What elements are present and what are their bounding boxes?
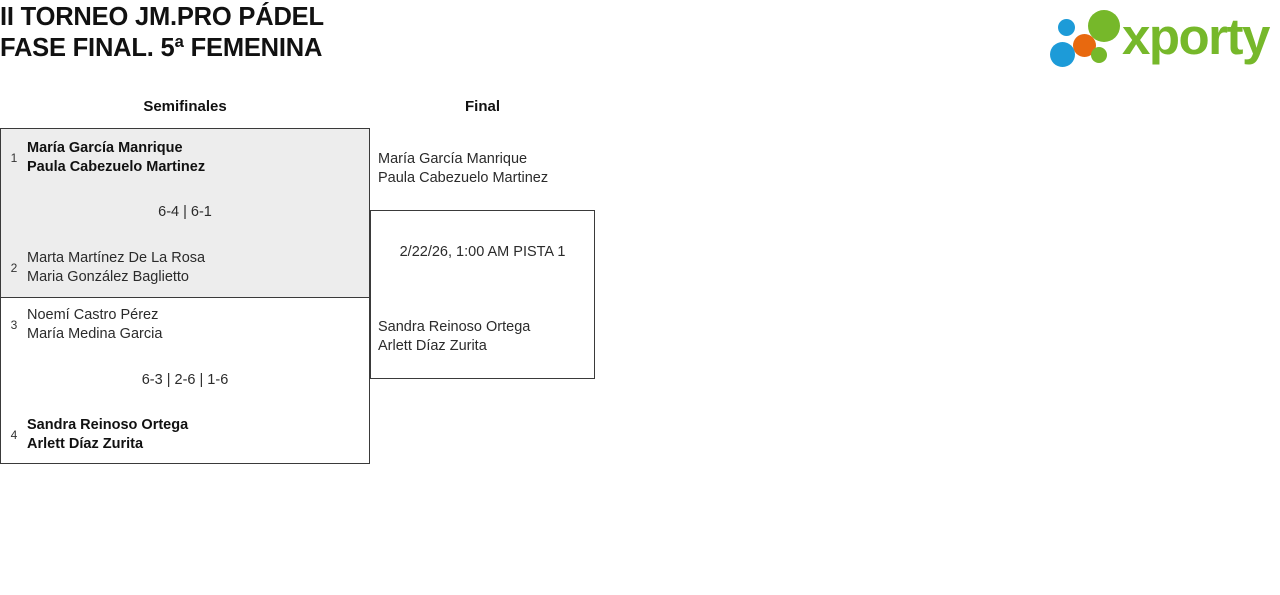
final-team-bottom[interactable]: Sandra Reinoso Ortega Arlett Díaz Zurita bbox=[378, 319, 531, 354]
match-team-row[interactable]: 1 María García Manrique Paula Cabezuelo … bbox=[1, 139, 369, 177]
page-title: II TORNEO JM.PRO PÁDEL FASE FINAL. 5ª FE… bbox=[0, 3, 324, 62]
match-score: 6-4 | 6-1 bbox=[158, 204, 212, 220]
page-header: II TORNEO JM.PRO PÁDEL FASE FINAL. 5ª FE… bbox=[0, 0, 1280, 78]
match-team-row[interactable]: 2 Marta Martínez De La Rosa Maria Gonzál… bbox=[1, 249, 369, 287]
team-seed: 3 bbox=[10, 318, 18, 332]
team-names: Marta Martínez De La Rosa Maria González… bbox=[27, 250, 206, 285]
logo-dot-orange-icon bbox=[1073, 34, 1096, 57]
logo-dot-green-small-icon bbox=[1091, 47, 1107, 63]
match-semifinal-2[interactable]: 3 Noemí Castro Pérez María Medina Garcia… bbox=[0, 297, 370, 464]
match-semifinal-1[interactable]: 1 María García Manrique Paula Cabezuelo … bbox=[0, 128, 370, 298]
team-names: María García Manrique Paula Cabezuelo Ma… bbox=[27, 140, 206, 175]
team-seed: 4 bbox=[10, 428, 18, 442]
final-team-top[interactable]: María García Manrique Paula Cabezuelo Ma… bbox=[378, 151, 549, 186]
logo-dots-icon bbox=[1048, 9, 1120, 67]
team-names: Noemí Castro Pérez María Medina Garcia bbox=[27, 307, 163, 342]
xporty-logo[interactable]: xporty bbox=[1042, 6, 1274, 68]
team-names: Sandra Reinoso Ortega Arlett Díaz Zurita bbox=[27, 417, 189, 452]
logo-wordmark: xporty bbox=[1122, 8, 1270, 65]
logo-dot-green-large-icon bbox=[1088, 10, 1120, 42]
team-seed: 1 bbox=[10, 151, 18, 165]
final-schedule: 2/22/26, 1:00 AM PISTA 1 bbox=[399, 244, 566, 260]
match-final[interactable] bbox=[370, 210, 595, 379]
team-seed: 2 bbox=[10, 261, 18, 275]
match-score: 6-3 | 2-6 | 1-6 bbox=[141, 372, 229, 388]
match-team-row[interactable]: 4 Sandra Reinoso Ortega Arlett Díaz Zuri… bbox=[1, 416, 369, 454]
logo-dot-blue-large-icon bbox=[1050, 42, 1075, 67]
match-team-row[interactable]: 3 Noemí Castro Pérez María Medina Garcia bbox=[1, 306, 369, 344]
round-heading-semifinals: Semifinales bbox=[143, 98, 227, 115]
logo-dot-blue-small-icon bbox=[1058, 19, 1075, 36]
round-heading-final: Final bbox=[464, 98, 500, 115]
